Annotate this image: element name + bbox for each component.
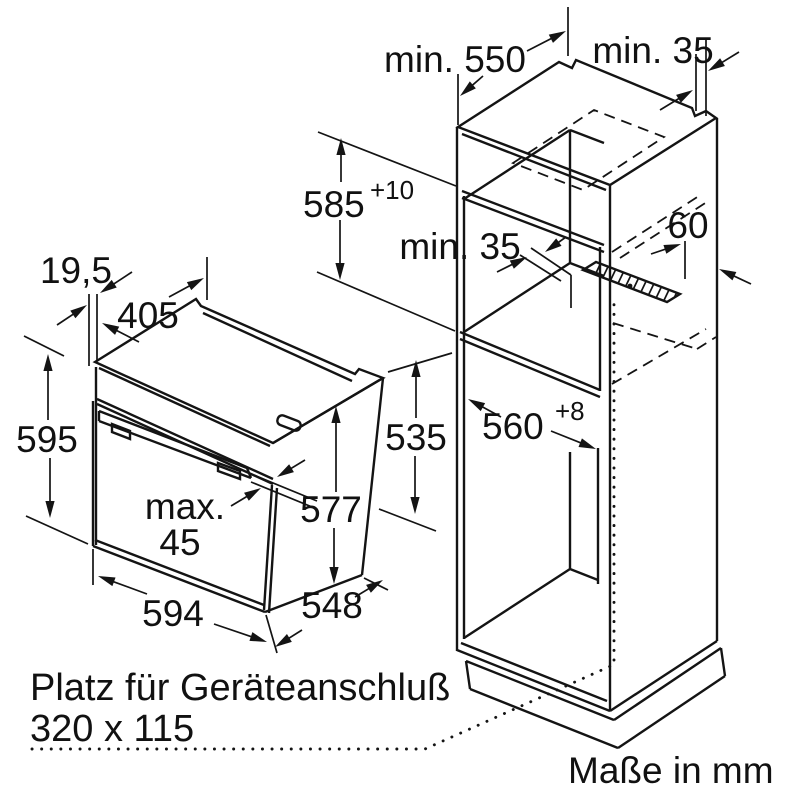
- dimension-arrow-head: [578, 438, 596, 449]
- dimension-arrow-head: [43, 354, 53, 371]
- oven-side-face: [264, 376, 385, 614]
- dimension-arrow-head: [275, 634, 292, 647]
- vent-strip-dot: [627, 283, 633, 289]
- dim-rear-height-label: 535: [385, 417, 447, 458]
- dim-vent-depth-label: 60: [667, 205, 708, 246]
- dimension-arrow-head: [719, 269, 737, 281]
- dimension-arrow-head: [244, 488, 261, 501]
- dimension-arrow-head: [102, 323, 120, 335]
- oven-top-inner-edges: [98, 311, 353, 448]
- dimension-arrow-head: [249, 632, 267, 642]
- oven-door-right-edge: [262, 484, 279, 614]
- dimension-arrow-head: [460, 81, 476, 96]
- cabinet-niche-interior: [463, 128, 605, 334]
- oven-door-bottom-edge: [92, 538, 266, 614]
- dimension-arrow-head: [545, 238, 562, 252]
- dimension-arrow-head: [329, 567, 339, 584]
- hatch-line: [656, 262, 680, 302]
- dimension-arrow-head: [676, 90, 693, 103]
- dimension-arrow-head: [411, 360, 421, 377]
- dimension-arrow-head: [100, 279, 117, 293]
- cabinet-shelf-edge: [459, 330, 601, 399]
- dimension-arrow-head: [548, 31, 566, 43]
- cabinet-bottom-edges: [456, 641, 611, 713]
- hatch-line: [583, 262, 607, 302]
- dimension-arrow-head: [708, 58, 725, 71]
- hatch-line: [693, 252, 723, 315]
- cabinet-top-face: [455, 58, 719, 187]
- dimension-arrow-tail: [213, 623, 258, 640]
- oven-front-left-edge: [91, 367, 98, 546]
- hatch-line: [684, 252, 714, 315]
- cabinet-side-bottom-edge: [609, 639, 718, 713]
- dimension-arrow-head: [410, 497, 420, 514]
- cabinet-lower-interior: [463, 452, 599, 640]
- dimension-arrow-head: [277, 464, 294, 477]
- dim-niche-height-label: 585: [303, 184, 365, 225]
- labels: min. 550 min. 35 585 +10 min. 35 60 19,5…: [16, 30, 773, 791]
- dimension-arrow-tail: [107, 578, 148, 595]
- dim-max-protrusion-word: max.: [145, 486, 225, 527]
- note-connection-space-line1: Platz für Geräteanschluß: [30, 667, 450, 709]
- dimension-arrow-head: [70, 305, 87, 319]
- dim-niche-min-depth-label: min. 550: [384, 39, 526, 80]
- dim-door-offset-label: 19,5: [40, 250, 112, 291]
- cabinet-top-hidden-cutout: [511, 108, 666, 192]
- dim-niche-height-tolerance: +10: [370, 175, 414, 205]
- dim-niche-width-tolerance: +8: [555, 396, 585, 426]
- note-units: Maße in mm: [568, 750, 774, 791]
- dim-oven-width-label: 594: [142, 593, 204, 634]
- dimension-arrows: [43, 31, 752, 647]
- cabinet-right-stile-inner: [596, 247, 602, 584]
- dimension-arrow-head: [336, 138, 346, 155]
- dimension-arrow-head: [663, 244, 681, 254]
- cabinet-hidden-lines: [611, 193, 717, 385]
- cabinet-drawing: [30, 58, 727, 751]
- cabinet-top-front-inner-edge: [461, 132, 607, 192]
- oven-side-grip-hole: [276, 414, 302, 432]
- dimension-arrow-head: [468, 399, 486, 412]
- cabinet-niche-ceiling-edge: [461, 189, 605, 254]
- dimension-arrow-head: [98, 576, 116, 587]
- door-protrusion-marks: [250, 473, 318, 510]
- dimension-arrow-head: [45, 501, 55, 518]
- vent-cutout-strip: [580, 252, 723, 315]
- dim-oven-height-label: 595: [16, 419, 78, 460]
- oven-control-panel-bottom: [96, 397, 274, 486]
- dimension-arrow-head: [335, 263, 345, 280]
- extension-lines: [23, 7, 707, 654]
- dim-oven-depth-label: 548: [301, 585, 363, 626]
- connection-space-leader: [30, 663, 615, 751]
- dimension-arrow-head: [366, 580, 383, 593]
- dim-rear-gap-label: min. 35: [399, 226, 520, 267]
- hatch-line: [620, 262, 652, 302]
- dim-niche-width-label: 560: [482, 406, 544, 447]
- dim-side-height-label: 577: [300, 489, 362, 530]
- dim-max-protrusion-value: 45: [159, 522, 200, 563]
- oven-door-handle: [97, 409, 253, 481]
- hatch-line: [665, 262, 680, 302]
- dimension-arrow-head: [331, 406, 341, 423]
- note-connection-space-line2: 320 x 115: [30, 708, 194, 750]
- oven-drawing: [91, 297, 386, 614]
- dimension-arrow-head: [509, 257, 527, 269]
- hatch-line: [674, 262, 680, 302]
- cabinet-plinth: [464, 647, 727, 750]
- dim-top-depth-label: 405: [117, 295, 179, 336]
- dim-wall-gap-top-label: min. 35: [592, 30, 713, 71]
- dimension-arrow-head: [186, 278, 204, 291]
